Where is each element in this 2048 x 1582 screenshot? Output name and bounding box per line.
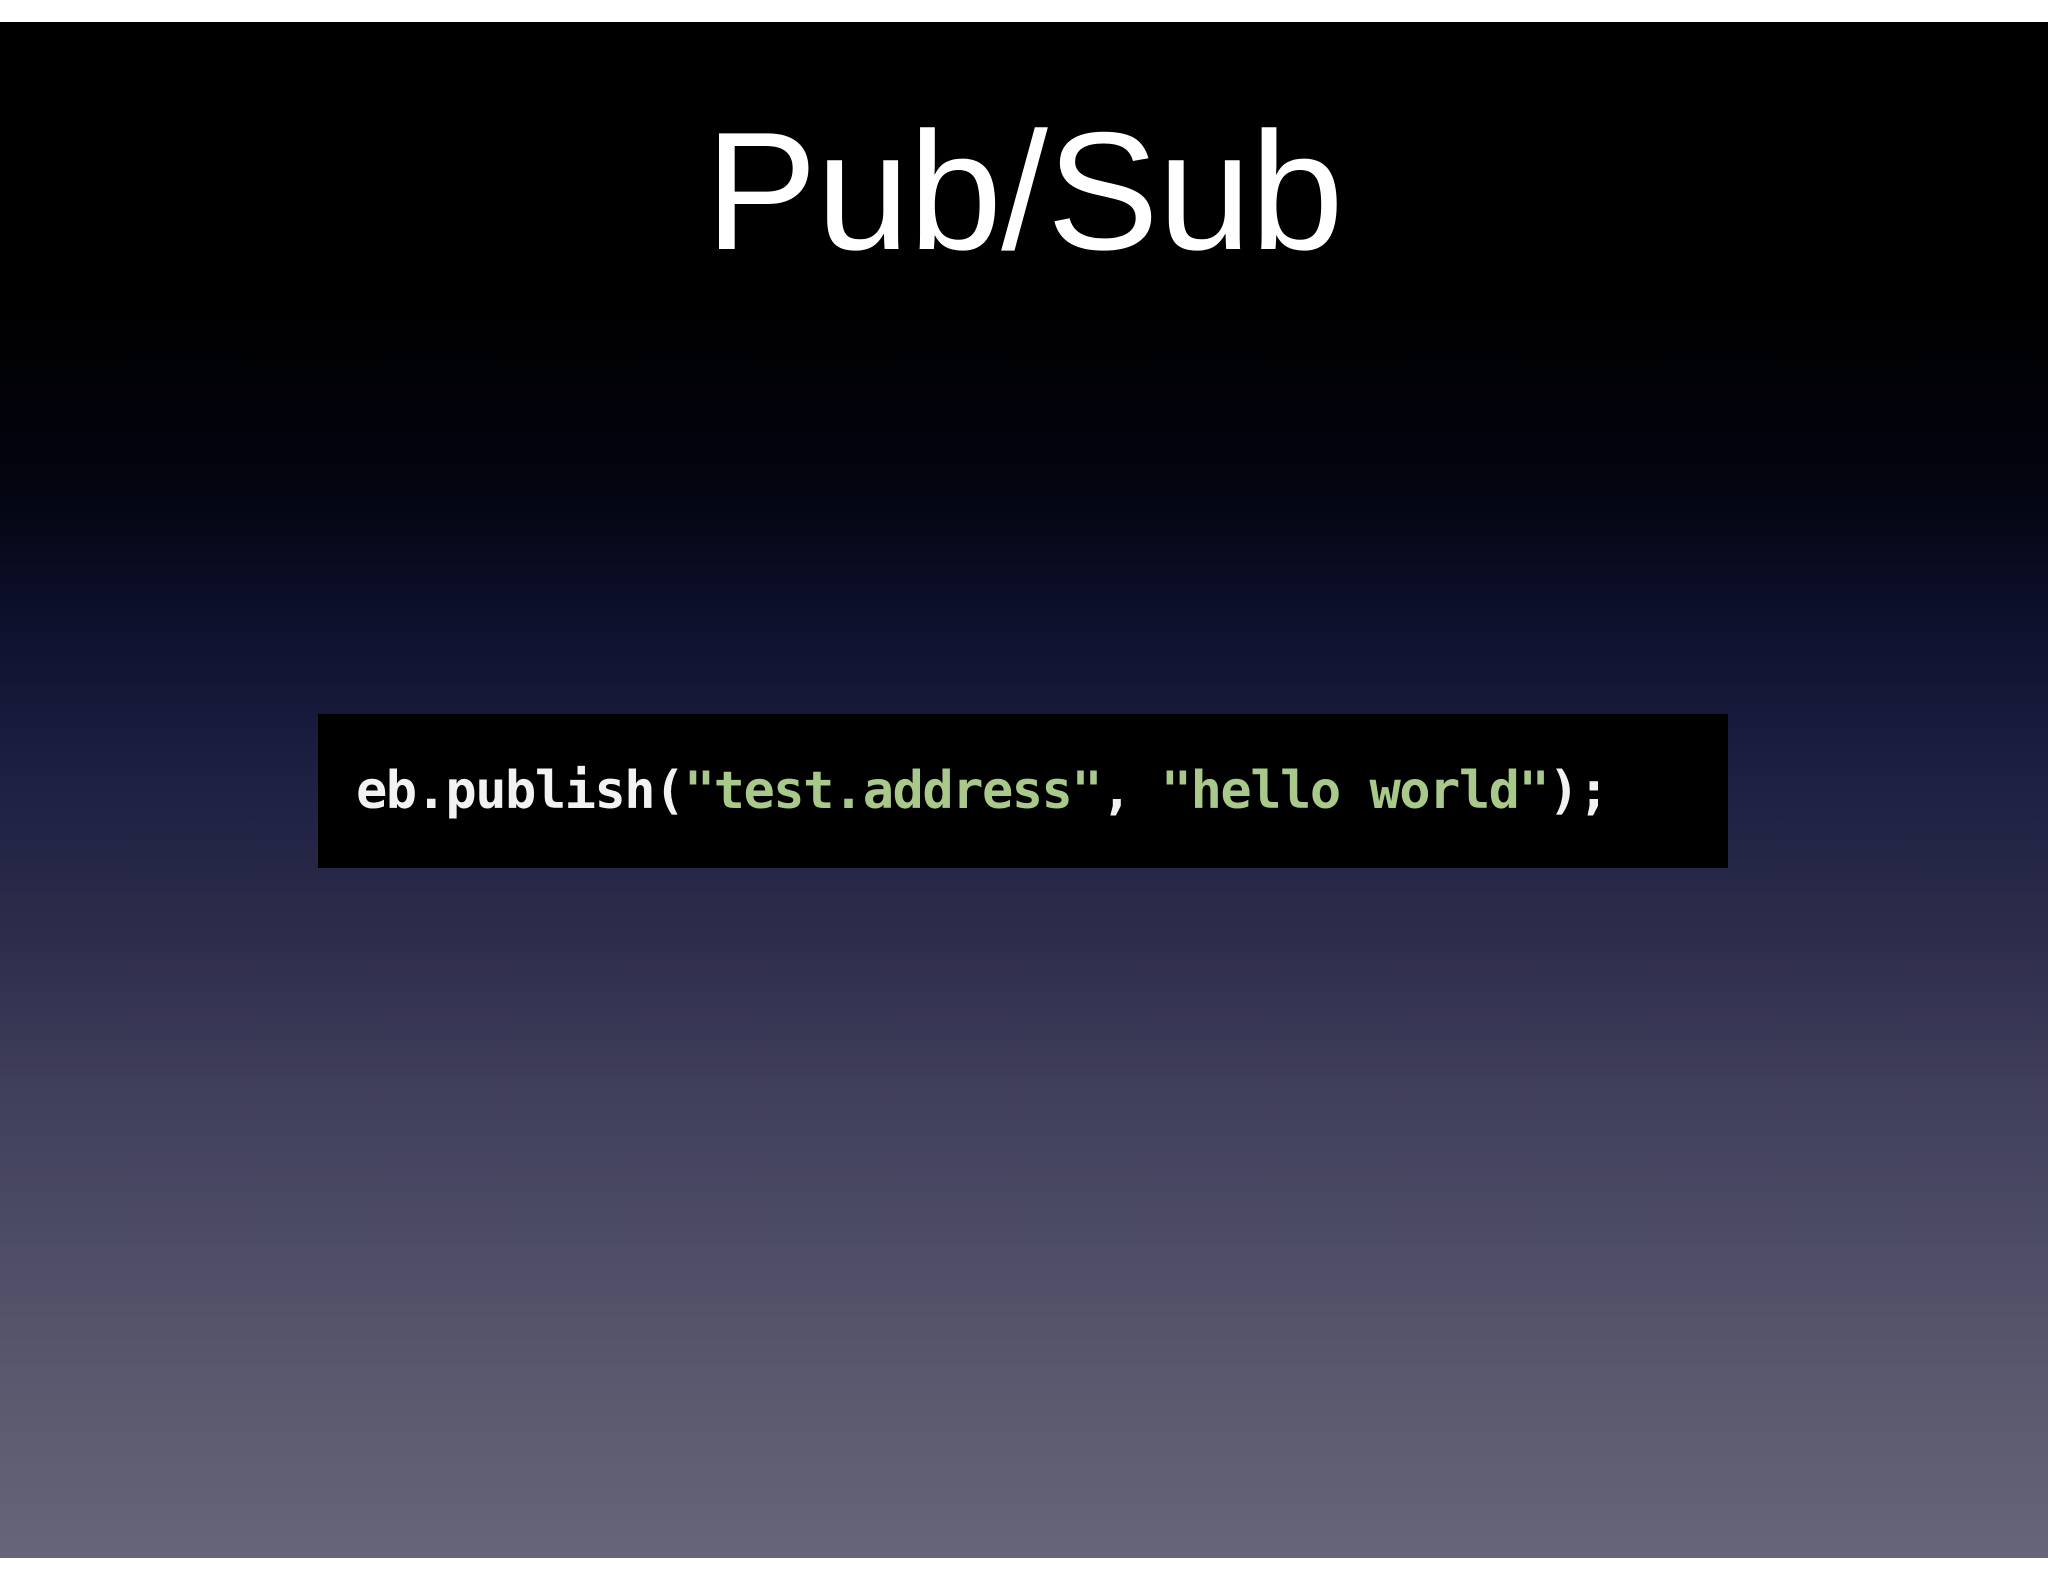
code-address-string: "test.address" bbox=[683, 761, 1103, 821]
code-separator: , bbox=[1101, 761, 1161, 821]
code-method-call: eb.publish( bbox=[356, 761, 685, 821]
slide: Pub/Sub eb.publish("test.address", "hell… bbox=[0, 22, 2048, 1558]
code-message-string: "hello world" bbox=[1160, 761, 1550, 821]
code-snippet: eb.publish("test.address", "hello world"… bbox=[318, 714, 1728, 868]
code-terminator: ); bbox=[1548, 761, 1609, 821]
slide-title: Pub/Sub bbox=[705, 97, 1344, 285]
